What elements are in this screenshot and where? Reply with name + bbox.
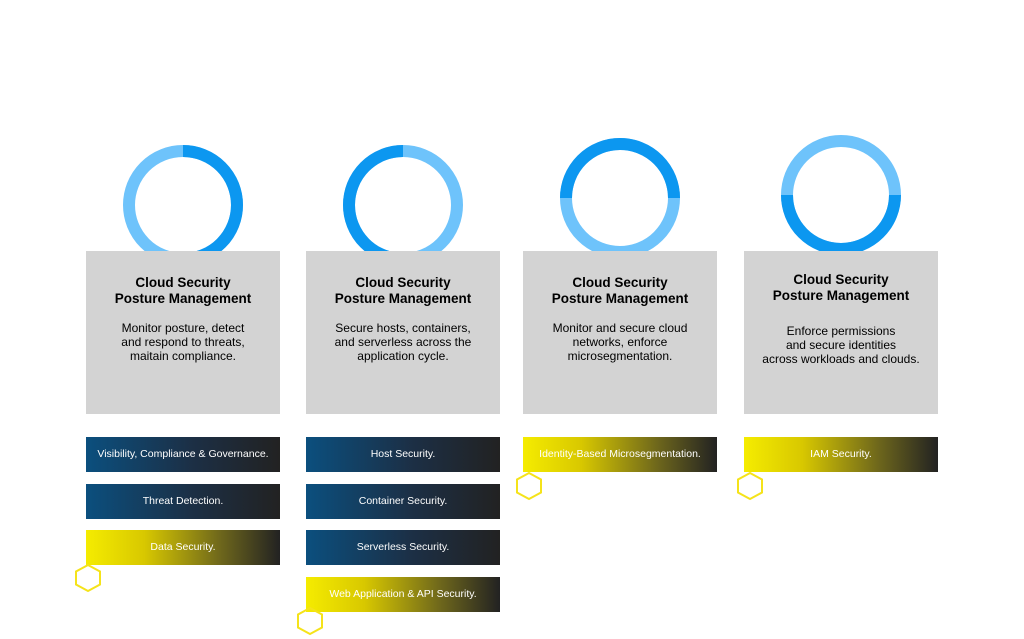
hexagon-icon bbox=[297, 606, 323, 636]
progress-ring-fill bbox=[781, 194, 901, 255]
feature-card: Cloud Security Posture Management Monito… bbox=[86, 251, 280, 414]
tag-threat-detection[interactable]: Threat Detection. bbox=[86, 484, 280, 519]
tag-host-security[interactable]: Host Security. bbox=[306, 437, 500, 472]
tag-web-app-api-security[interactable]: Web Application & API Security. bbox=[306, 577, 500, 612]
feature-card: Cloud Security Posture Management Enforc… bbox=[744, 251, 938, 414]
card-title: Cloud Security Posture Management bbox=[114, 275, 252, 306]
card-title: Cloud Security Posture Management bbox=[772, 272, 910, 303]
tag-serverless-security[interactable]: Serverless Security. bbox=[306, 530, 500, 565]
hexagon-icon bbox=[737, 471, 763, 501]
progress-ring bbox=[560, 138, 680, 258]
column-4: Cloud Security Posture Management Enforc… bbox=[737, 0, 938, 639]
card-description: Monitor and secure cloud networks, enfor… bbox=[552, 321, 688, 363]
tag-data-security[interactable]: Data Security. bbox=[86, 530, 280, 565]
feature-card: Cloud Security Posture Management Monito… bbox=[523, 251, 717, 414]
card-description: Secure hosts, containers, and serverless… bbox=[334, 321, 472, 363]
card-title: Cloud Security Posture Management bbox=[334, 275, 472, 306]
column-3: Cloud Security Posture Management Monito… bbox=[516, 0, 717, 639]
card-description: Enforce permissions and secure identitie… bbox=[762, 324, 920, 366]
feature-card: Cloud Security Posture Management Secure… bbox=[306, 251, 500, 414]
progress-ring bbox=[781, 135, 901, 255]
hexagon-icon bbox=[516, 471, 542, 501]
progress-ring-fill bbox=[343, 145, 404, 265]
card-title: Cloud Security Posture Management bbox=[551, 275, 689, 306]
tag-visibility-compliance[interactable]: Visibility, Compliance & Governance. bbox=[86, 437, 280, 472]
progress-ring-fill bbox=[560, 138, 680, 199]
tag-identity-microsegmentation[interactable]: Identity-Based Microsegmentation. bbox=[523, 437, 717, 472]
tag-iam-security[interactable]: IAM Security. bbox=[744, 437, 938, 472]
column-2: Cloud Security Posture Management Secure… bbox=[297, 0, 500, 639]
tag-container-security[interactable]: Container Security. bbox=[306, 484, 500, 519]
card-description: Monitor posture, detect and respond to t… bbox=[121, 321, 245, 363]
column-1: Cloud Security Posture Management Monito… bbox=[75, 0, 280, 639]
hexagon-icon bbox=[75, 563, 101, 593]
progress-ring-fill bbox=[182, 145, 243, 265]
